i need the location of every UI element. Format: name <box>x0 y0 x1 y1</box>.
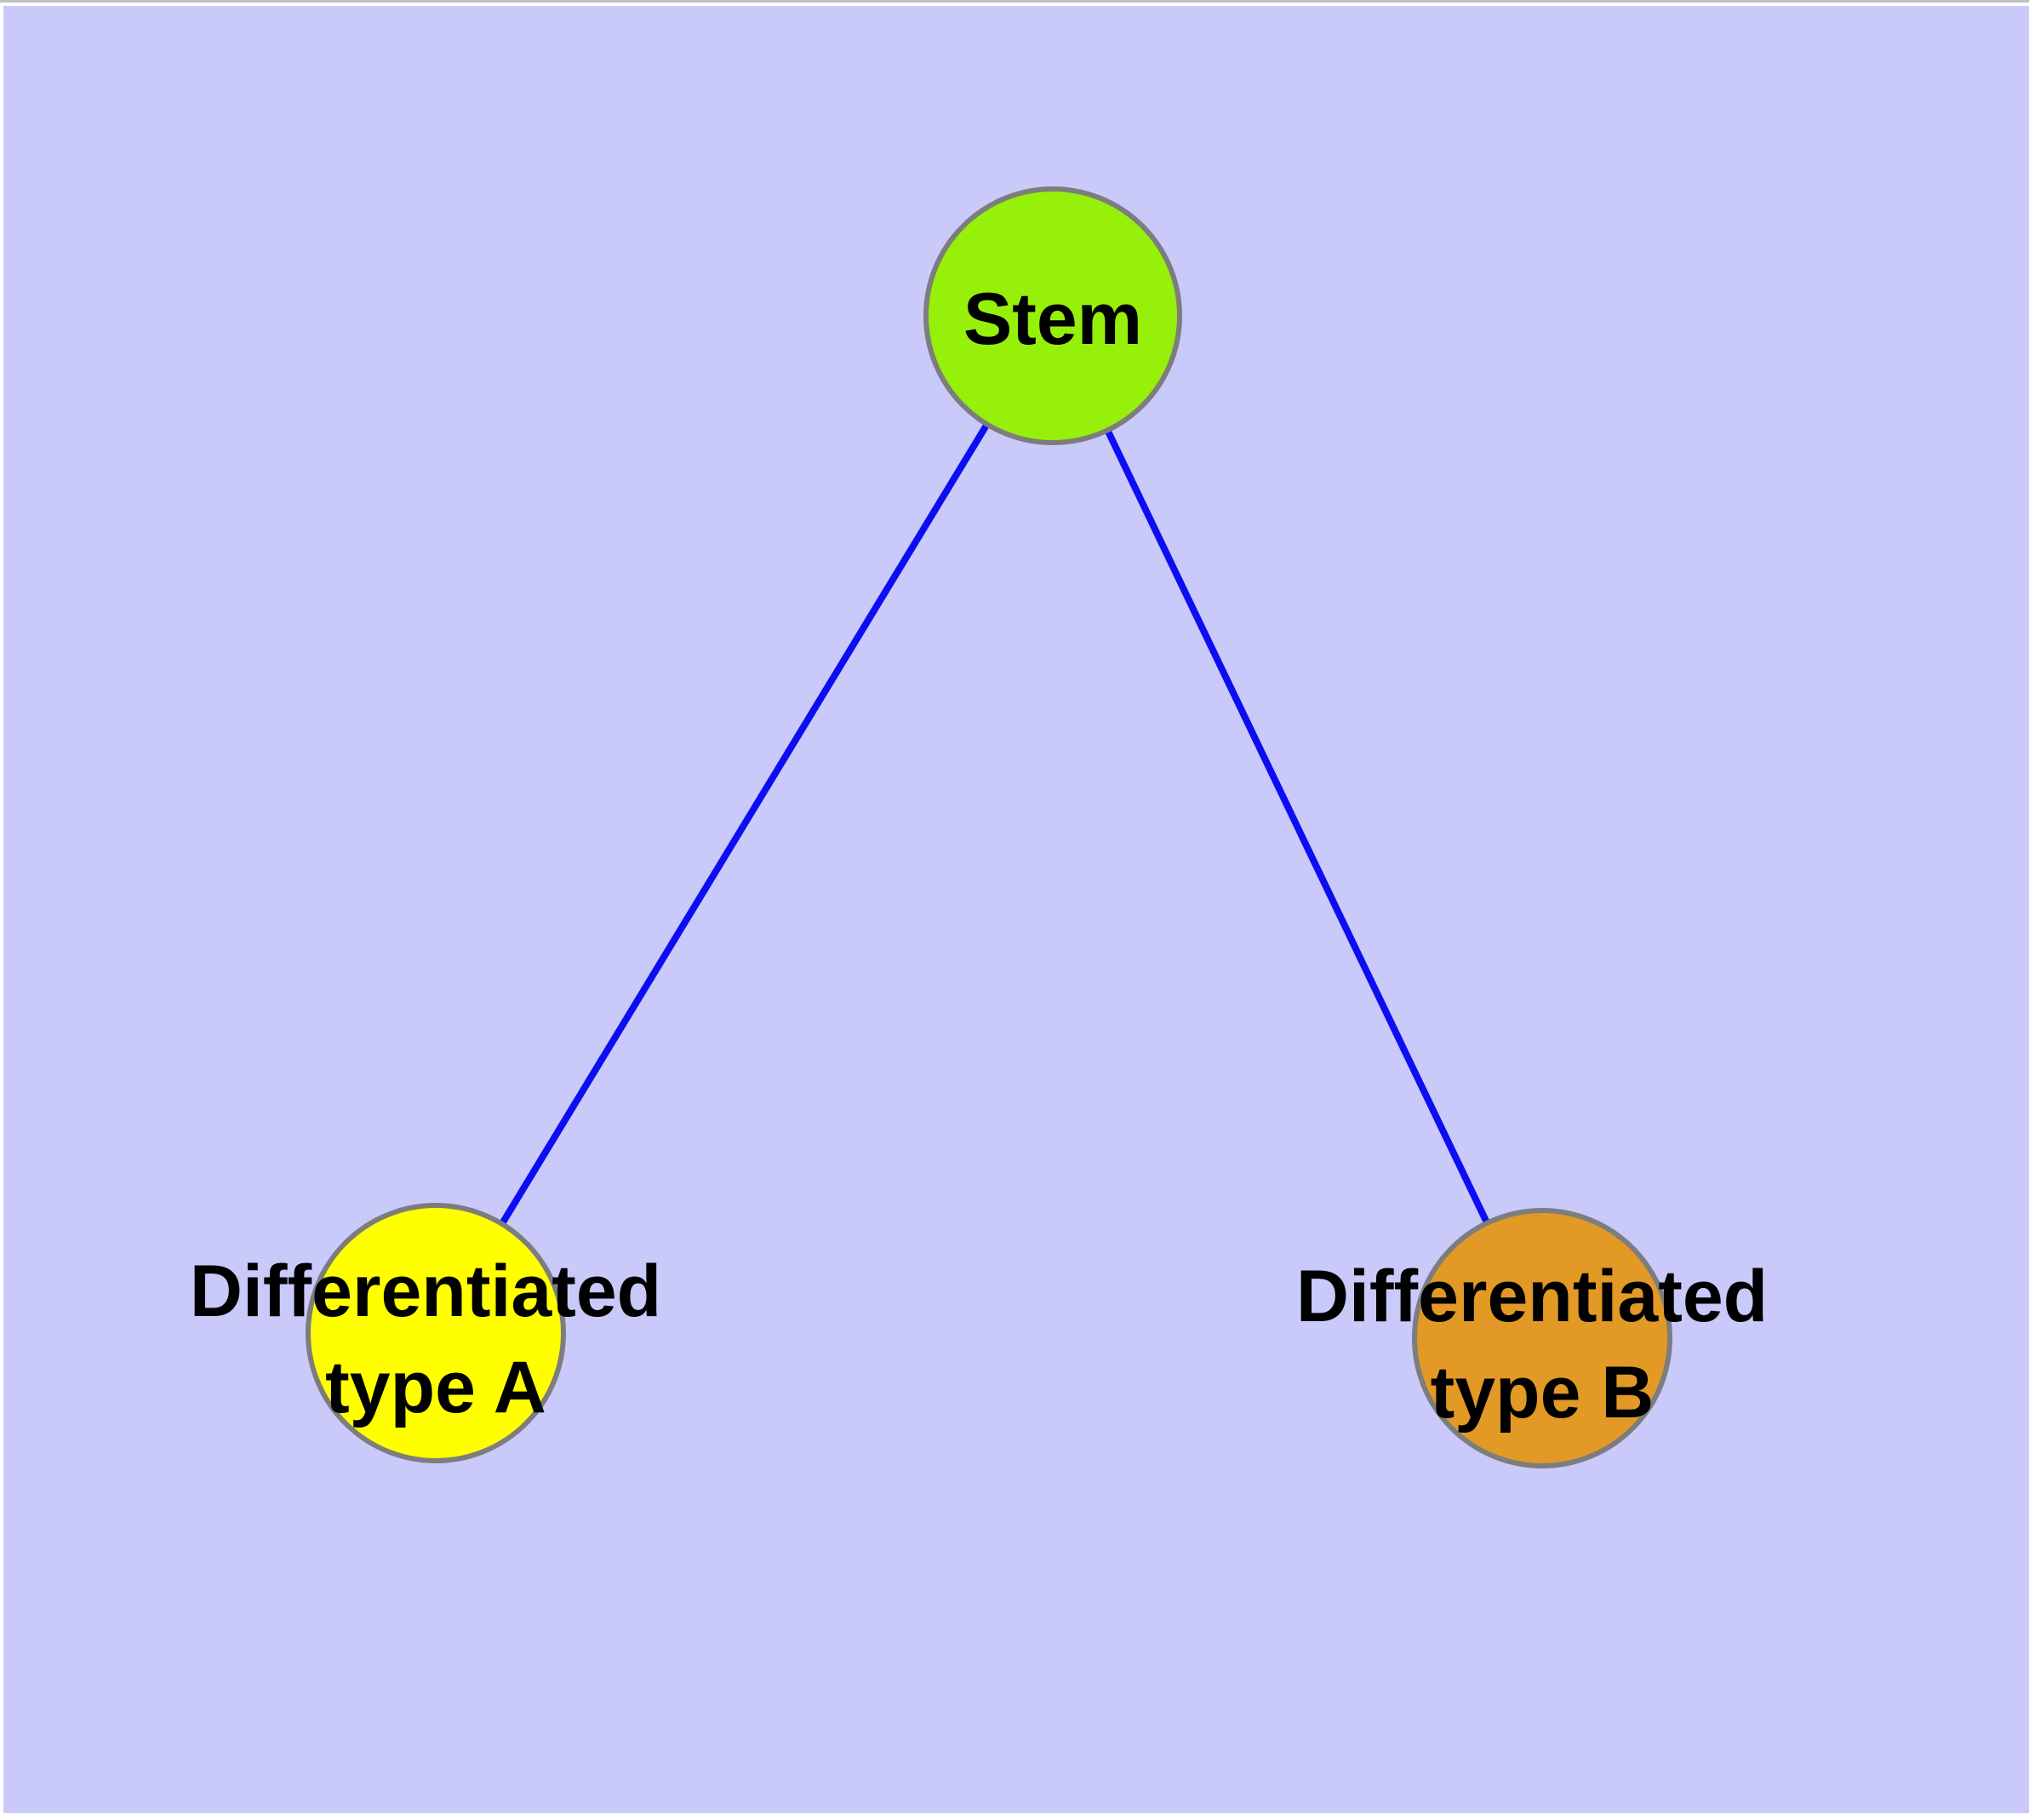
node-differentiated-type-b-circle <box>1412 1208 1672 1468</box>
node-differentiated-type-a-label-line1: Differentiated <box>190 1251 661 1332</box>
node-differentiated-type-b: Differentiated type B <box>1296 1208 1788 1468</box>
node-stem-circle <box>923 186 1182 445</box>
node-differentiated-type-a: Differentiated type A <box>190 1203 682 1463</box>
node-differentiated-type-a-label: Differentiated type A <box>190 1251 682 1428</box>
edge-stem-to-typeA <box>432 313 1056 1336</box>
node-stem: Stem <box>923 186 1182 445</box>
node-differentiated-type-a-label-line2: type A <box>325 1347 546 1428</box>
edge-stem-to-typeB <box>1049 314 1546 1340</box>
node-differentiated-type-b-label-line1: Differentiated <box>1296 1256 1768 1337</box>
node-differentiated-type-a-circle <box>306 1203 566 1463</box>
edge-layer <box>432 313 1546 1340</box>
node-stem-label: Stem <box>963 278 1142 360</box>
node-differentiated-type-b-label-line2: type B <box>1431 1352 1655 1434</box>
node-stem-label-line: Stem <box>963 278 1142 360</box>
node-differentiated-type-b-label: Differentiated type B <box>1296 1256 1788 1434</box>
